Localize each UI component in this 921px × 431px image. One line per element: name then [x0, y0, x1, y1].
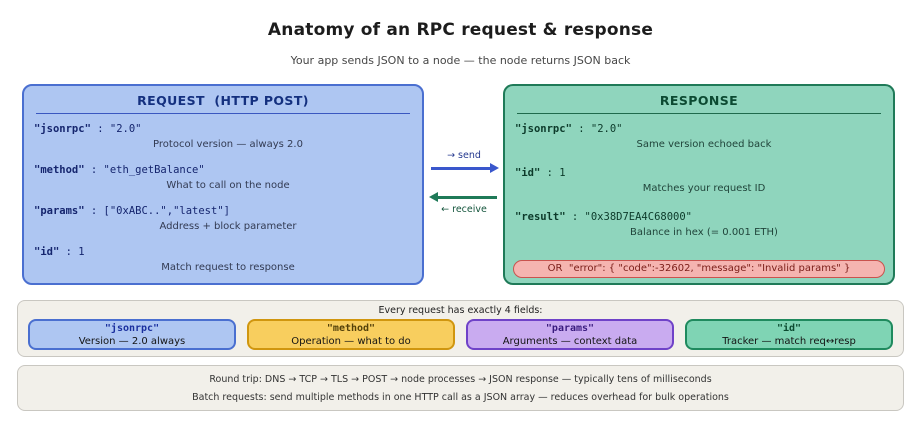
request-panel-title: REQUEST (HTTP POST) — [137, 93, 309, 108]
error-alternative-pill: OR "error": { "code":-32602, "message": … — [513, 260, 885, 278]
field-caption: What to call on the node — [166, 180, 290, 191]
code-key: "jsonrpc" — [515, 123, 572, 135]
field-caption: Matches your request ID — [642, 183, 766, 194]
code-value: : ["0xABC..","latest"] — [84, 205, 230, 217]
response-field-jsonrpc: "jsonrpc" : "2.0" Same version echoed ba… — [515, 123, 893, 151]
fields-summary-panel: Every request has exactly 4 fields: "jso… — [17, 300, 904, 357]
code-value: : 1 — [59, 246, 85, 258]
fields-summary-heading: Every request has exactly 4 fields: — [378, 305, 543, 316]
send-arrowhead-icon — [490, 163, 499, 173]
response-title-divider — [517, 113, 881, 114]
chip-desc: Tracker — match req↔resp — [722, 336, 856, 347]
field-chip-jsonrpc: "jsonrpc" Version — 2.0 always — [28, 319, 236, 350]
chip-key: "id" — [776, 323, 802, 334]
send-arrow-icon — [431, 167, 491, 170]
request-fields: "jsonrpc" : "2.0" Protocol version — alw… — [24, 114, 422, 274]
request-field-method: "method" : "eth_getBalance" What to call… — [34, 164, 422, 192]
receive-label: ← receive — [441, 204, 487, 215]
field-caption: Same version echoed back — [636, 139, 772, 150]
response-panel-title: RESPONSE — [659, 93, 739, 108]
response-fields: "jsonrpc" : "2.0" Same version echoed ba… — [505, 114, 893, 239]
chip-desc: Operation — what to do — [291, 336, 411, 347]
send-label: → send — [447, 150, 481, 161]
code-key: "params" — [34, 205, 85, 217]
page-subtitle: Your app sends JSON to a node — the node… — [290, 54, 631, 67]
code-line: "result" : "0x38D7EA4C68000" — [515, 211, 893, 224]
field-chips-row: "jsonrpc" Version — 2.0 always "method" … — [18, 316, 903, 350]
chip-key: "jsonrpc" — [104, 323, 160, 334]
receive-arrow-icon — [437, 196, 497, 199]
response-field-id: "id" : 1 Matches your request ID — [515, 167, 893, 195]
code-line: "params" : ["0xABC..","latest"] — [34, 205, 422, 218]
request-field-jsonrpc: "jsonrpc" : "2.0" Protocol version — alw… — [34, 123, 422, 151]
chip-key: "method" — [326, 323, 376, 334]
transfer-arrows: → send ← receive — [429, 140, 499, 225]
request-title-divider — [36, 113, 410, 114]
code-line: "id" : 1 — [515, 167, 893, 180]
code-line: "method" : "eth_getBalance" — [34, 164, 422, 177]
code-key: "jsonrpc" — [34, 123, 91, 135]
code-value: : "2.0" — [571, 123, 623, 135]
code-value: : 1 — [540, 167, 566, 179]
field-chip-params: "params" Arguments — context data — [466, 319, 674, 350]
code-key: "id" — [34, 246, 60, 258]
code-value: : "0x38D7EA4C68000" — [565, 211, 693, 223]
code-key: "result" — [515, 211, 566, 223]
code-value: : "2.0" — [90, 123, 142, 135]
response-panel: RESPONSE "jsonrpc" : "2.0" Same version … — [503, 84, 895, 285]
request-panel: REQUEST (HTTP POST) "jsonrpc" : "2.0" Pr… — [22, 84, 424, 285]
code-line: "jsonrpc" : "2.0" — [34, 123, 422, 136]
page-title: Anatomy of an RPC request & response — [267, 20, 654, 40]
receive-arrowhead-icon — [429, 192, 438, 202]
code-value: : "eth_getBalance" — [84, 164, 205, 176]
field-caption: Protocol version — always 2.0 — [153, 139, 303, 150]
request-field-params: "params" : ["0xABC..","latest"] Address … — [34, 205, 422, 233]
request-field-id: "id" : 1 Match request to response — [34, 246, 422, 274]
code-key: "method" — [34, 164, 85, 176]
response-field-result: "result" : "0x38D7EA4C68000" Balance in … — [515, 211, 893, 239]
field-caption: Address + block parameter — [159, 221, 297, 232]
chip-key: "params" — [545, 323, 595, 334]
note-batch-requests: Batch requests: send multiple methods in… — [192, 392, 729, 403]
chip-desc: Version — 2.0 always — [78, 336, 186, 347]
note-round-trip: Round trip: DNS → TCP → TLS → POST → nod… — [209, 374, 712, 385]
code-key: "id" — [515, 167, 541, 179]
field-chip-method: "method" Operation — what to do — [247, 319, 455, 350]
field-caption: Match request to response — [161, 262, 295, 273]
notes-panel: Round trip: DNS → TCP → TLS → POST → nod… — [17, 365, 904, 411]
code-line: "id" : 1 — [34, 246, 422, 259]
code-line: "jsonrpc" : "2.0" — [515, 123, 893, 136]
field-chip-id: "id" Tracker — match req↔resp — [685, 319, 893, 350]
field-caption: Balance in hex (= 0.001 ETH) — [630, 227, 778, 238]
chip-desc: Arguments — context data — [502, 336, 638, 347]
